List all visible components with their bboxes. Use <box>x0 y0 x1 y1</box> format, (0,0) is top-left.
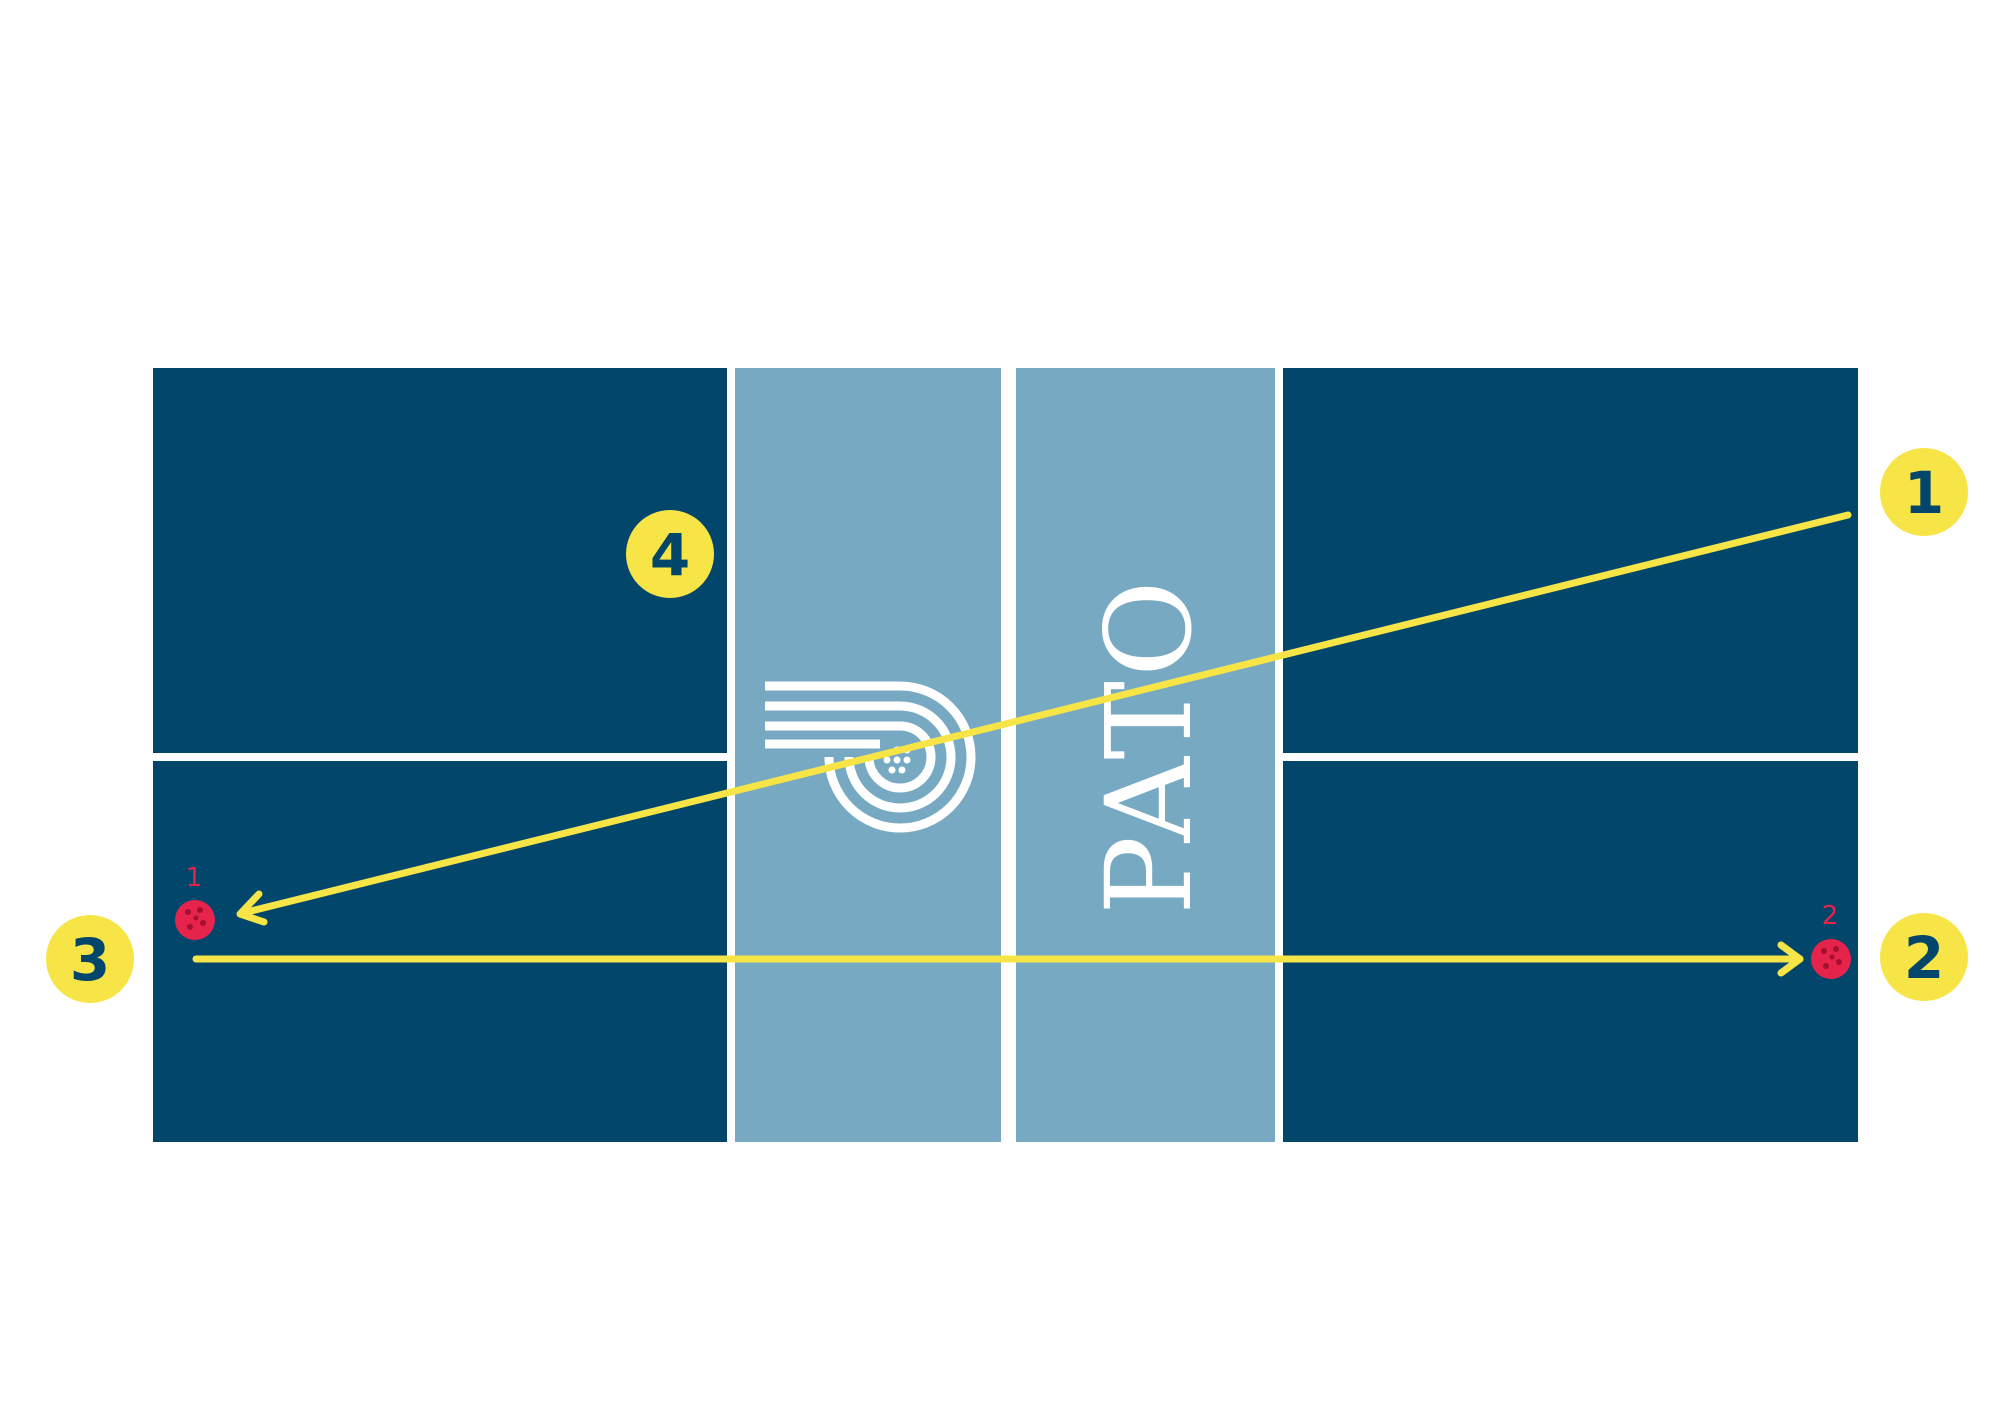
service-box-bottom-right <box>1283 761 1858 1142</box>
ball-2-label: 2 <box>1822 901 1839 931</box>
marker-2: 2 <box>1880 913 1968 1001</box>
marker-4: 4 <box>626 510 714 598</box>
marker-4-label: 4 <box>650 521 690 589</box>
arrow-1-to-ball-1 <box>236 511 1852 926</box>
ball-1: 1 <box>175 863 215 940</box>
ball-1-label: 1 <box>186 863 203 893</box>
ball-2: 2 <box>1811 901 1851 979</box>
marker-3: 3 <box>46 915 134 1003</box>
paddle-ball-logo-icon <box>765 681 976 833</box>
marker-1: 1 <box>1880 448 1968 536</box>
logo-wordmark: PATO <box>1080 576 1218 915</box>
kitchen-right <box>1016 368 1275 1142</box>
marker-1-label: 1 <box>1904 459 1944 527</box>
marker-2-label: 2 <box>1904 924 1944 992</box>
arrow-3-to-ball-2 <box>192 941 1804 977</box>
service-box-top-right <box>1283 368 1858 753</box>
service-box-bottom-left <box>153 761 727 1142</box>
marker-3-label: 3 <box>70 926 110 994</box>
